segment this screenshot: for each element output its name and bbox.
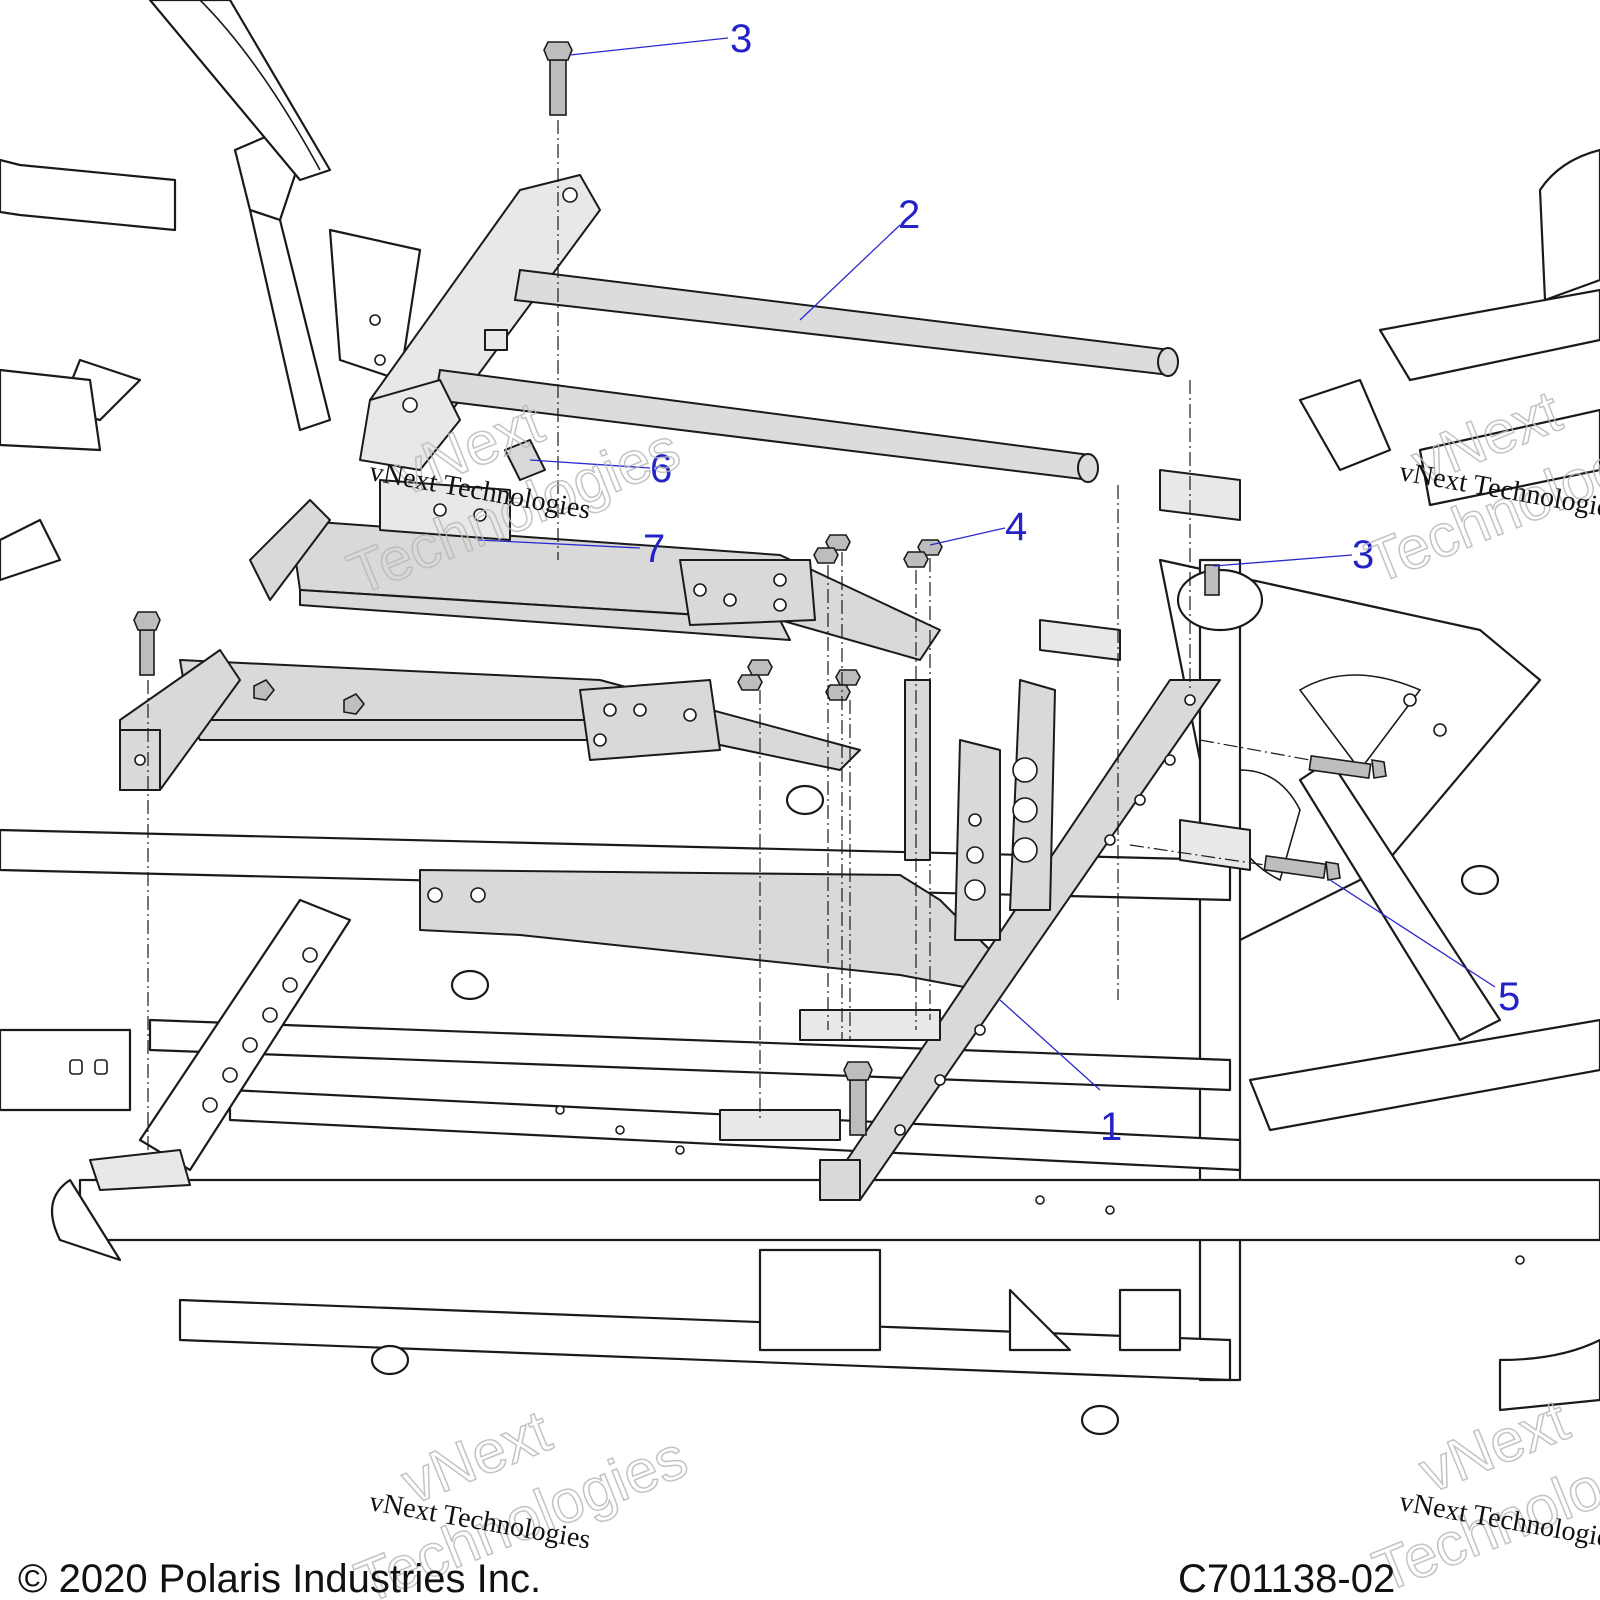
callout-leaders <box>477 37 1496 1091</box>
copyright-text: © 2020 Polaris Industries Inc. <box>18 1557 541 1600</box>
callout-5: 5 <box>1498 975 1520 1019</box>
part-2-upper-bracket <box>359 174 1179 483</box>
callout-1: 1 <box>1100 1105 1122 1149</box>
callout-6: 6 <box>650 447 672 491</box>
callout-2: 2 <box>898 193 920 237</box>
assembly-centerlines <box>147 120 1311 1150</box>
diagram-part-number: C701138-02 <box>1178 1557 1395 1600</box>
seat-rail-assembly <box>119 439 941 791</box>
callout-4: 4 <box>1005 505 1027 549</box>
part-1-base-frame <box>89 469 1251 1201</box>
callout-labels: 1 2 3 3 4 5 6 7 <box>643 17 1520 1149</box>
callout-3-right: 3 <box>1352 533 1374 577</box>
callout-7: 7 <box>643 527 665 571</box>
vehicle-frame <box>0 0 1600 1436</box>
callout-3-top: 3 <box>730 17 752 61</box>
